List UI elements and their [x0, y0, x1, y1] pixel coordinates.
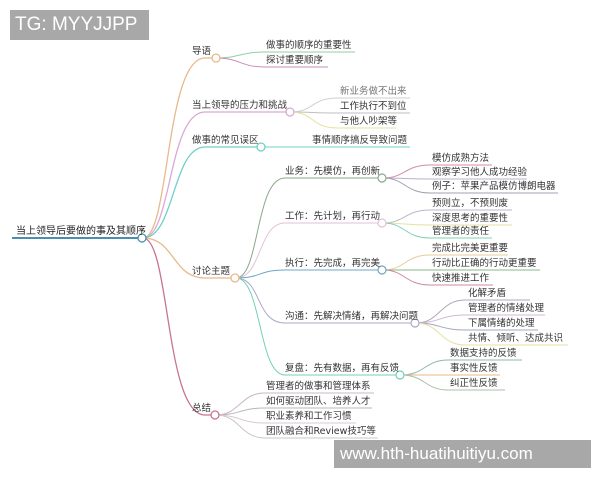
leaf-node[interactable]: 事情顺序搞反导致问题	[312, 135, 408, 146]
leaf-node[interactable]: 模仿成熟方法	[432, 153, 490, 164]
root-node[interactable]: 当上领导后要做的事及其顺序	[16, 226, 146, 237]
leaf-node[interactable]: 职业素养和工作习惯	[266, 411, 352, 422]
leaf-node[interactable]: 管理者的责任	[432, 226, 490, 237]
leaf-node[interactable]: 例子：苹果产品模仿博朗电器	[432, 181, 556, 192]
leaf-node[interactable]: 观察学习他人成功经验	[432, 167, 528, 178]
leaf-node[interactable]: 深度思考的重要性	[432, 213, 509, 224]
leaf-node[interactable]: 与他人吵架等	[340, 116, 398, 127]
leaf-node[interactable]: 快速推进工作	[432, 273, 490, 284]
leaf-node[interactable]: 完成比完美更重要	[432, 243, 509, 254]
leaf-node[interactable]: 预则立，不预则废	[432, 198, 509, 209]
leaf-node[interactable]: 管理者的做事和管理体系	[266, 381, 371, 392]
subtopic-review[interactable]: 复盘：先有数据，再有反馈	[285, 363, 400, 374]
subtopic-business[interactable]: 业务：先模仿，再创新	[285, 166, 381, 177]
leaf-node[interactable]: 数据支持的反馈	[450, 348, 517, 359]
leaf-node[interactable]: 管理者的情绪处理	[468, 303, 545, 314]
bottom-watermark: www.hth-huatihuitiyu.com	[334, 440, 591, 468]
branch-pressure[interactable]: 当上领导的压力和挑战	[192, 100, 288, 111]
leaf-node[interactable]: 共情、倾听、达成共识	[468, 333, 564, 344]
leaf-node[interactable]: 行动比正确的行动更重要	[432, 258, 537, 269]
leaf-node[interactable]: 团队融合和Review技巧等	[266, 426, 376, 437]
subtopic-work[interactable]: 工作：先计划，再行动	[285, 211, 381, 222]
leaf-node[interactable]: 下属情绪的处理	[468, 318, 535, 329]
leaf-node[interactable]: 纠正性反馈	[450, 378, 498, 389]
branch-topics[interactable]: 讨论主题	[192, 266, 231, 277]
leaf-node[interactable]: 事实性反馈	[450, 363, 498, 374]
subtopic-communication[interactable]: 沟通：先解决情绪，再解决问题	[285, 311, 419, 322]
leaf-node[interactable]: 做事的顺序的重要性	[266, 40, 352, 51]
leaf-node[interactable]: 新业务做不出来	[340, 86, 407, 97]
leaf-node[interactable]: 如何驱动团队、培养人才	[266, 396, 371, 407]
branch-intro[interactable]: 导语	[192, 46, 212, 57]
leaf-node[interactable]: 工作执行不到位	[340, 101, 407, 112]
leaf-node[interactable]: 化解矛盾	[468, 288, 507, 299]
leaf-node[interactable]: 探讨重要顺序	[266, 55, 324, 66]
top-watermark: TG: MYYJJPP	[10, 10, 149, 40]
branch-misconceptions[interactable]: 做事的常见误区	[192, 135, 259, 146]
subtopic-execution[interactable]: 执行：先完成，再完美	[285, 258, 381, 269]
branch-summary[interactable]: 总结	[192, 403, 212, 414]
